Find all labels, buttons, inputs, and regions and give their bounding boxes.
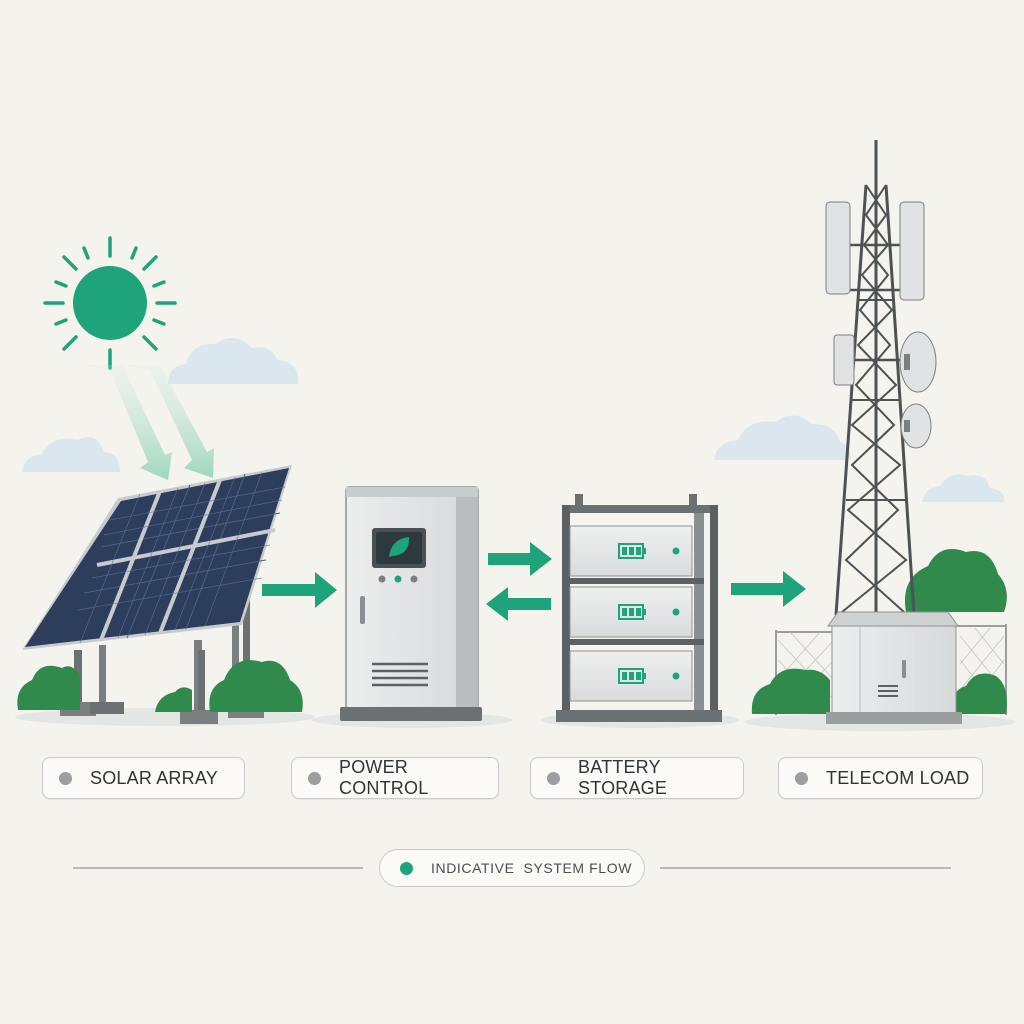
label-telecom-load: TELECOM LOAD (778, 757, 983, 799)
shrub (951, 673, 1007, 714)
legend-label: INDICATIVE SYSTEM FLOW (431, 860, 633, 876)
status-dot (547, 771, 560, 785)
legend-dot (400, 861, 413, 875)
shrub (904, 549, 1007, 612)
status-dot (795, 771, 808, 785)
power-cabinet-icon (340, 486, 482, 721)
label-battery-storage: BATTERY STORAGE (530, 757, 744, 799)
sun-beam-arrows (84, 365, 214, 480)
battery-module (569, 586, 693, 638)
cloud (922, 474, 1005, 502)
label-power-control: POWER CONTROL (291, 757, 499, 799)
flow-arrow-return (486, 587, 551, 621)
telecom-tower-icon (751, 140, 1007, 724)
flow-arrow (262, 572, 337, 608)
leaf-icon (389, 537, 410, 557)
status-dot (59, 771, 72, 785)
battery-rack-icon (556, 494, 722, 722)
solar-panel-icon (22, 465, 292, 724)
shrub (17, 660, 303, 712)
flow-arrow (731, 571, 806, 607)
divider (73, 867, 363, 869)
cloud (714, 415, 851, 460)
sun-icon (43, 236, 177, 370)
label-text: SOLAR ARRAY (90, 767, 218, 788)
legend: INDICATIVE SYSTEM FLOW (379, 849, 645, 887)
flow-arrow (488, 542, 552, 576)
label-solar-array: SOLAR ARRAY (42, 757, 245, 799)
label-text: TELECOM LOAD (826, 767, 970, 788)
label-text: BATTERY STORAGE (578, 757, 668, 798)
battery-module (569, 650, 693, 702)
cloud (22, 436, 120, 472)
cloud (168, 337, 299, 384)
battery-module (569, 525, 693, 577)
shrub (751, 668, 830, 714)
divider (660, 867, 951, 869)
label-text: POWER CONTROL (339, 757, 429, 798)
status-dot (308, 771, 321, 785)
